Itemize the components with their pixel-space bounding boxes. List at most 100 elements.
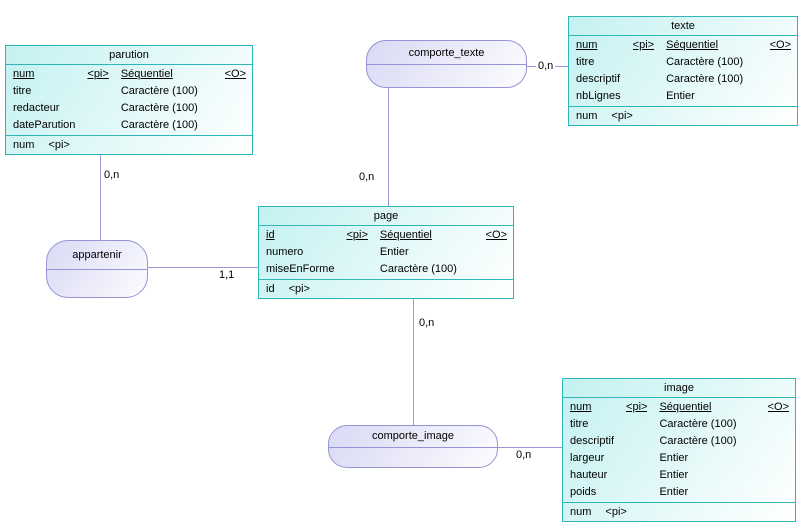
entity-title: page <box>259 207 513 226</box>
attribute-o: <O> <box>224 68 246 80</box>
relationship-comporte_image[interactable]: comporte_image <box>328 425 498 468</box>
cardinality-label: 1,1 <box>219 269 235 281</box>
entity-identifier-footer: num <pi> <box>6 135 252 154</box>
connector-parution-appartenir[interactable] <box>100 153 101 240</box>
attribute-pi: <pi> <box>346 229 368 241</box>
footer-attribute-name: id <box>266 283 275 295</box>
attribute-pi <box>346 244 367 261</box>
attribute-pi: <pi> <box>632 39 655 51</box>
attribute-o <box>768 433 789 450</box>
entity-identifier-footer: id <pi> <box>259 279 513 298</box>
attribute-name: redacteur <box>13 102 60 114</box>
attribute-type: Caractère (100) <box>659 435 737 447</box>
attribute-type: Entier <box>659 486 689 498</box>
attribute-name: hauteur <box>570 469 608 481</box>
attribute-type: Caractère (100) <box>666 73 744 85</box>
attribute-type: Caractère (100) <box>379 263 457 275</box>
attribute-type: Entier <box>666 90 695 102</box>
connector-comporte_texte-page[interactable] <box>388 88 389 206</box>
footer-pi-tag: <pi> <box>288 283 310 295</box>
attribute-pi: <pi> <box>626 401 648 413</box>
entity-identifier-footer: num <pi> <box>563 502 795 521</box>
cardinality-label: 0,n <box>359 171 375 183</box>
attribute-type: Caractère (100) <box>666 56 744 68</box>
attribute-name: num <box>570 401 592 413</box>
attribute-o <box>770 54 791 71</box>
attribute-name: poids <box>570 486 597 498</box>
attribute-o: <O> <box>769 39 791 51</box>
attribute-o: <O> <box>767 401 789 413</box>
attribute-type: Caractère (100) <box>120 85 198 97</box>
attribute-pi <box>633 71 654 88</box>
attribute-type: Séquentiel <box>659 401 712 413</box>
footer-attribute-name: num <box>13 139 35 151</box>
footer-pi-tag: <pi> <box>48 139 70 151</box>
attribute-pi <box>87 117 108 134</box>
attribute-pi <box>626 433 647 450</box>
attribute-o <box>225 100 246 117</box>
relationship-comporte_texte[interactable]: comporte_texte <box>366 40 527 88</box>
attribute-type: Entier <box>379 246 409 258</box>
footer-attribute-name: num <box>576 110 598 122</box>
attribute-name: titre <box>13 85 32 97</box>
attribute-type: Séquentiel <box>379 229 432 241</box>
attribute-pi <box>626 450 647 467</box>
attribute-name: num <box>576 39 598 51</box>
relationship-appartenir[interactable]: appartenir <box>46 240 148 298</box>
attribute-o <box>225 83 246 100</box>
attribute-pi <box>633 54 654 71</box>
attribute-type: Caractère (100) <box>120 102 198 114</box>
attribute-type: Caractère (100) <box>120 119 198 131</box>
attribute-type: Caractère (100) <box>659 418 737 430</box>
attribute-name: miseEnForme <box>266 263 335 275</box>
entity-title: parution <box>6 46 252 65</box>
attribute-pi <box>633 88 654 105</box>
connector-page-comporte_image[interactable] <box>413 297 414 425</box>
cardinality-label: 0,n <box>536 60 556 73</box>
attribute-name: numero <box>266 246 304 258</box>
attribute-name: largeur <box>570 452 605 464</box>
footer-pi-tag: <pi> <box>611 110 633 122</box>
attribute-pi <box>626 484 647 501</box>
entity-attributes: id <pi> Séquentiel <O> numero Entier miseEnFor… <box>259 226 513 279</box>
attribute-pi: <pi> <box>87 68 109 80</box>
attribute-name: titre <box>576 56 595 68</box>
attribute-o <box>768 450 789 467</box>
attribute-pi <box>346 261 367 278</box>
attribute-name: dateParution <box>13 119 76 131</box>
attribute-o <box>770 71 791 88</box>
attribute-o <box>768 467 789 484</box>
connector-appartenir-page[interactable] <box>148 267 258 268</box>
entity-title: texte <box>569 17 797 36</box>
attribute-type: Entier <box>659 452 689 464</box>
attribute-pi <box>87 100 108 117</box>
cardinality-label: 0,n <box>104 169 120 181</box>
attribute-type: Séquentiel <box>666 39 719 51</box>
attribute-type: Séquentiel <box>120 68 173 80</box>
attribute-name: titre <box>570 418 589 430</box>
attribute-o <box>225 117 246 134</box>
entity-page[interactable]: page id <pi> Séquentiel <O> numero Entier mise… <box>258 206 514 299</box>
relationship-label: comporte_image <box>329 426 497 448</box>
attribute-o <box>768 416 789 433</box>
attribute-name: descriptif <box>576 73 621 85</box>
attribute-name: descriptif <box>570 435 615 447</box>
attribute-o: <O> <box>485 229 507 241</box>
entity-title: image <box>563 379 795 398</box>
entity-identifier-footer: num <pi> <box>569 106 797 125</box>
attribute-pi <box>626 416 647 433</box>
connector-comporte_image-image[interactable] <box>498 447 562 448</box>
attribute-o <box>486 244 507 261</box>
footer-pi-tag: <pi> <box>605 506 627 518</box>
cardinality-label: 0,n <box>516 449 532 461</box>
attribute-name: num <box>13 68 35 80</box>
attribute-pi <box>87 83 108 100</box>
attribute-name: id <box>266 229 275 241</box>
relationship-label: comporte_texte <box>367 41 526 65</box>
